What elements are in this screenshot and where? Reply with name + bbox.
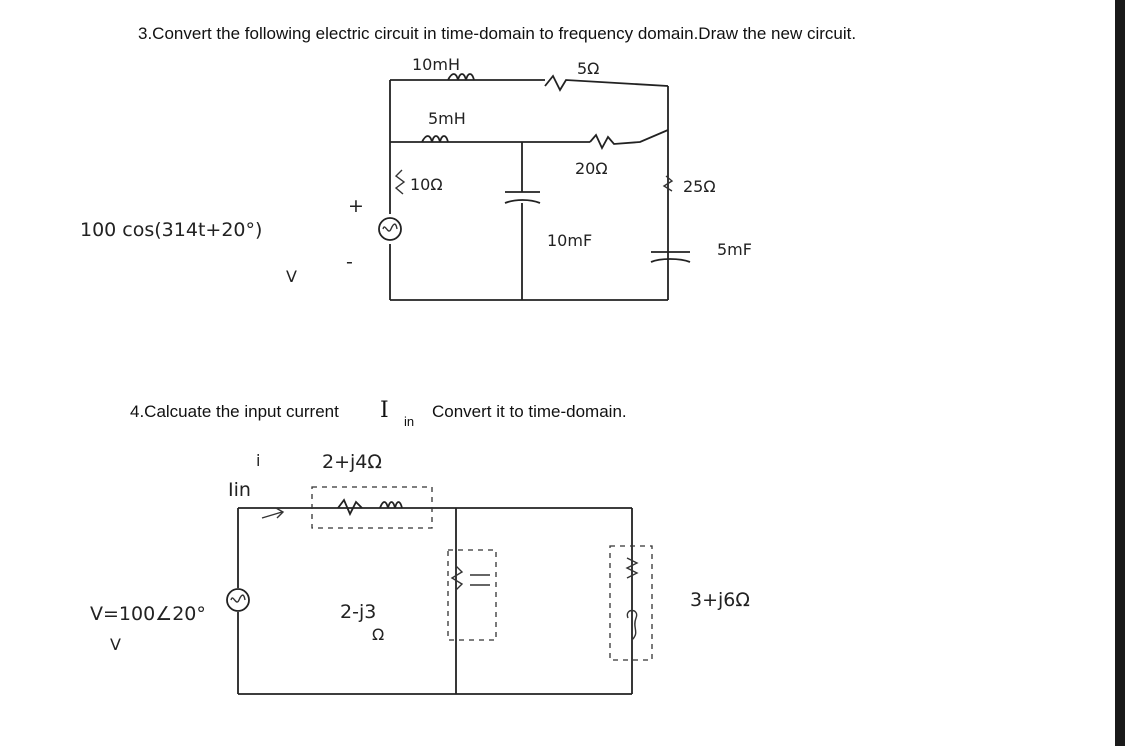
label-source-phasor-unit: V (110, 635, 121, 654)
right-branch-resistor-symbol (625, 557, 639, 579)
label-5mh: 5mH (428, 109, 466, 128)
label-iin: Iin (228, 479, 251, 501)
mid-impedance-dashed-box (447, 549, 497, 641)
resistor-20-symbol (589, 129, 669, 151)
label-5mf: 5mF (717, 240, 752, 259)
circuit-2: Iin i 2+j4Ω 2-j3 Ω 3+j6Ω V=100∠20° V (90, 451, 750, 695)
label-mid-impedance: 2-j3 (340, 601, 376, 623)
label-20-ohm: 20Ω (575, 159, 608, 178)
mid-branch-capacitor-symbol (470, 574, 490, 586)
label-mid-unit: Ω (372, 625, 384, 644)
label-minus: - (346, 251, 353, 273)
label-10mh: 10mH (412, 55, 460, 74)
question-3-text: 3.Convert the following electric circuit… (138, 24, 857, 43)
series-resistor-symbol (337, 498, 363, 517)
label-5-ohm: 5Ω (577, 59, 599, 78)
capacitor-10mf-bottom-plate (504, 199, 541, 204)
capacitor-5mf-bottom-plate (650, 258, 691, 263)
label-source-phasor: V=100∠20° (90, 603, 206, 625)
resistor-5-symbol (544, 74, 669, 92)
series-impedance-dashed-box (311, 486, 433, 529)
mid-branch-resistor-symbol (450, 565, 464, 591)
right-scrollbar-edge (1115, 0, 1125, 746)
resistor-25-symbol (662, 175, 674, 192)
label-source-unit: V (286, 267, 297, 286)
resistor-10-symbol (394, 169, 406, 195)
label-source-expression: 100 cos(314t+20°) (80, 219, 262, 241)
series-inductor-symbol (379, 501, 403, 509)
circuit-1: 10mH 5Ω 5mH 10Ω 20Ω 25Ω 10mF 5mF 100 cos… (80, 55, 752, 301)
right-branch-inductor-symbol (626, 609, 638, 641)
label-10-ohm: 10Ω (410, 175, 443, 194)
voltage-source-2-symbol (226, 588, 250, 612)
label-series-impedance: 2+j4Ω (322, 451, 382, 473)
label-i: i (256, 451, 260, 470)
current-arrow-head-icon (275, 507, 285, 519)
question-4-text-part1: 4.Calcuate the input current (130, 402, 339, 421)
label-plus: + (348, 195, 364, 217)
label-25-ohm: 25Ω (683, 177, 716, 196)
source-2-wave-icon (230, 594, 246, 603)
label-10mf: 10mF (547, 231, 592, 250)
inductor-10mh-symbol (447, 73, 475, 81)
label-right-impedance: 3+j6Ω (690, 589, 750, 611)
inductor-5mh-symbol (421, 135, 449, 143)
source-1-wave-icon (382, 223, 398, 232)
current-subscript: in (404, 414, 415, 429)
voltage-source-1-symbol (378, 217, 402, 241)
current-symbol: I (380, 398, 389, 423)
question-4-text-part2: Convert it to time-domain. (432, 402, 627, 421)
current-arrow (261, 511, 283, 519)
right-impedance-dashed-box (609, 545, 653, 661)
